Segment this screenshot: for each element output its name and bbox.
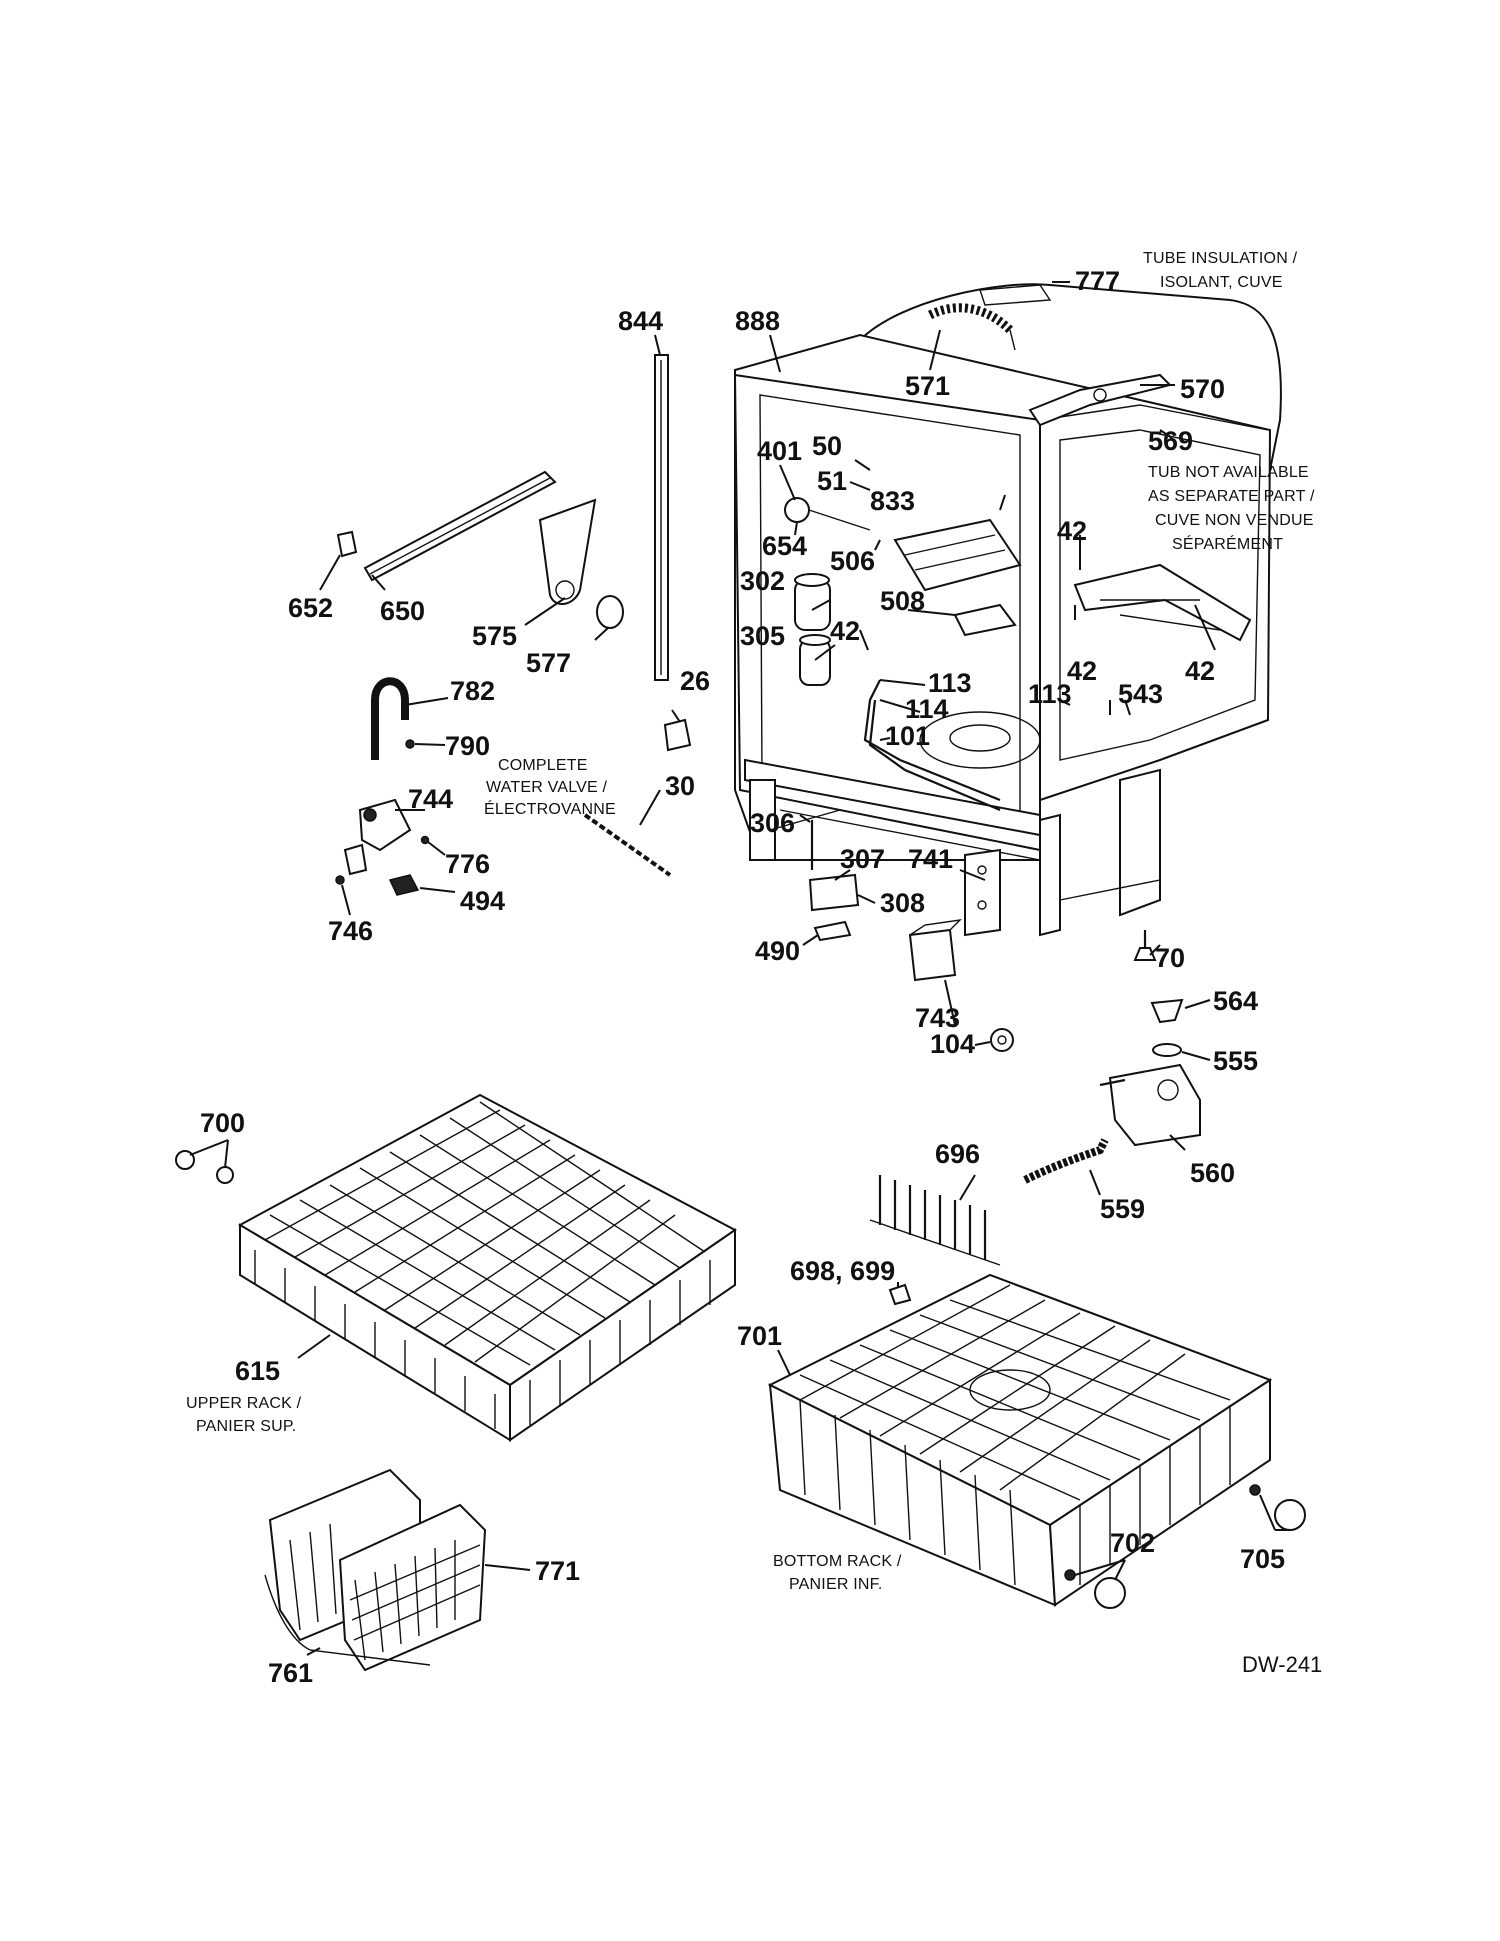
caption-upper-1: UPPER RACK / — [186, 1395, 302, 1412]
caption-tub-2: AS SEPARATE PART / — [1148, 488, 1315, 505]
callout-782: 782 — [450, 676, 495, 706]
callout-51: 51 — [817, 466, 847, 496]
callout-42a: 42 — [1057, 516, 1087, 546]
callout-113b: 113 — [1028, 679, 1072, 709]
caption-tub-1: TUB NOT AVAILABLE — [1148, 464, 1309, 481]
caption-valve-1: COMPLETE — [498, 757, 588, 774]
callout-575: 575 — [472, 621, 517, 651]
callout-569: 569 — [1148, 426, 1193, 456]
caption-tube-insulation-1: TUBE INSULATION / — [1143, 250, 1298, 267]
callout-698-699: 698, 699 — [790, 1256, 895, 1286]
callout-308: 308 — [880, 888, 925, 918]
callout-564: 564 — [1213, 986, 1258, 1016]
callout-490: 490 — [755, 936, 800, 966]
callout-114: 114 — [905, 694, 949, 724]
callout-777: 777 — [1075, 266, 1120, 296]
callout-506: 506 — [830, 546, 875, 576]
callout-555: 555 — [1213, 1046, 1258, 1076]
callout-570: 570 — [1180, 374, 1225, 404]
callout-26: 26 — [680, 666, 710, 696]
callout-771: 771 — [535, 1556, 580, 1586]
callout-560: 560 — [1190, 1158, 1235, 1188]
callout-numbers: 777 888 844 571 570 569 401 50 51 833 65… — [200, 266, 1285, 1688]
callout-42c: 42 — [1067, 656, 1097, 686]
callout-494: 494 — [460, 886, 505, 916]
callout-776: 776 — [445, 849, 490, 879]
caption-bottom-2: PANIER INF. — [789, 1576, 882, 1593]
callout-743: 743 — [915, 1003, 960, 1033]
caption-tube-insulation-2: ISOLANT, CUVE — [1160, 274, 1283, 291]
callout-42d: 42 — [1185, 656, 1215, 686]
callout-615: 615 — [235, 1356, 280, 1386]
caption-tub-3: CUVE NON VENDUE — [1155, 512, 1314, 529]
callout-302: 302 — [740, 566, 785, 596]
caption-upper-2: PANIER SUP. — [196, 1418, 296, 1435]
callout-744: 744 — [408, 784, 453, 814]
callout-508: 508 — [880, 586, 925, 616]
caption-tub-4: SÉPARÉMENT — [1172, 534, 1283, 553]
callout-42b: 42 — [830, 616, 860, 646]
callout-30: 30 — [665, 771, 695, 801]
callout-306: 306 — [750, 808, 795, 838]
tub-assembly — [733, 283, 1282, 937]
callout-888: 888 — [735, 306, 780, 336]
callout-790: 790 — [445, 731, 490, 761]
callout-650: 650 — [380, 596, 425, 626]
callout-761: 761 — [268, 1658, 313, 1688]
callout-401: 401 — [757, 436, 802, 466]
callout-705: 705 — [1240, 1544, 1285, 1574]
upper-rack — [237, 1093, 737, 1442]
callout-101: 101 — [885, 721, 930, 751]
callout-307: 307 — [840, 844, 885, 874]
callout-305: 305 — [740, 621, 785, 651]
callout-833: 833 — [870, 486, 915, 516]
callout-844: 844 — [618, 306, 663, 336]
callout-696: 696 — [935, 1139, 980, 1169]
callout-652: 652 — [288, 593, 333, 623]
callout-113a: 113 — [928, 668, 972, 698]
caption-bottom-1: BOTTOM RACK / — [773, 1553, 902, 1570]
captions: TUBE INSULATION / ISOLANT, CUVE TUB NOT … — [186, 250, 1322, 1677]
callout-746: 746 — [328, 916, 373, 946]
callout-50: 50 — [812, 431, 842, 461]
door-and-valve-parts — [175, 354, 1201, 1306]
callout-700: 700 — [200, 1108, 245, 1138]
callout-701: 701 — [737, 1321, 782, 1351]
bottom-rack — [767, 1273, 1306, 1609]
callout-70: 70 — [1155, 943, 1185, 973]
leader-lines — [189, 281, 1290, 1656]
callout-571: 571 — [905, 371, 950, 401]
callout-654: 654 — [762, 531, 807, 561]
callout-577: 577 — [526, 648, 571, 678]
silverware-baskets — [264, 1468, 487, 1672]
callout-559: 559 — [1100, 1194, 1145, 1224]
callout-702: 702 — [1110, 1528, 1155, 1558]
caption-valve-3: ÉLECTROVANNE — [484, 799, 616, 818]
diagram-code: DW-241 — [1242, 1652, 1322, 1677]
callout-741: 741 — [908, 844, 953, 874]
callout-104: 104 — [930, 1029, 975, 1059]
caption-valve-2: WATER VALVE / — [486, 779, 607, 796]
callout-543: 543 — [1118, 679, 1163, 709]
